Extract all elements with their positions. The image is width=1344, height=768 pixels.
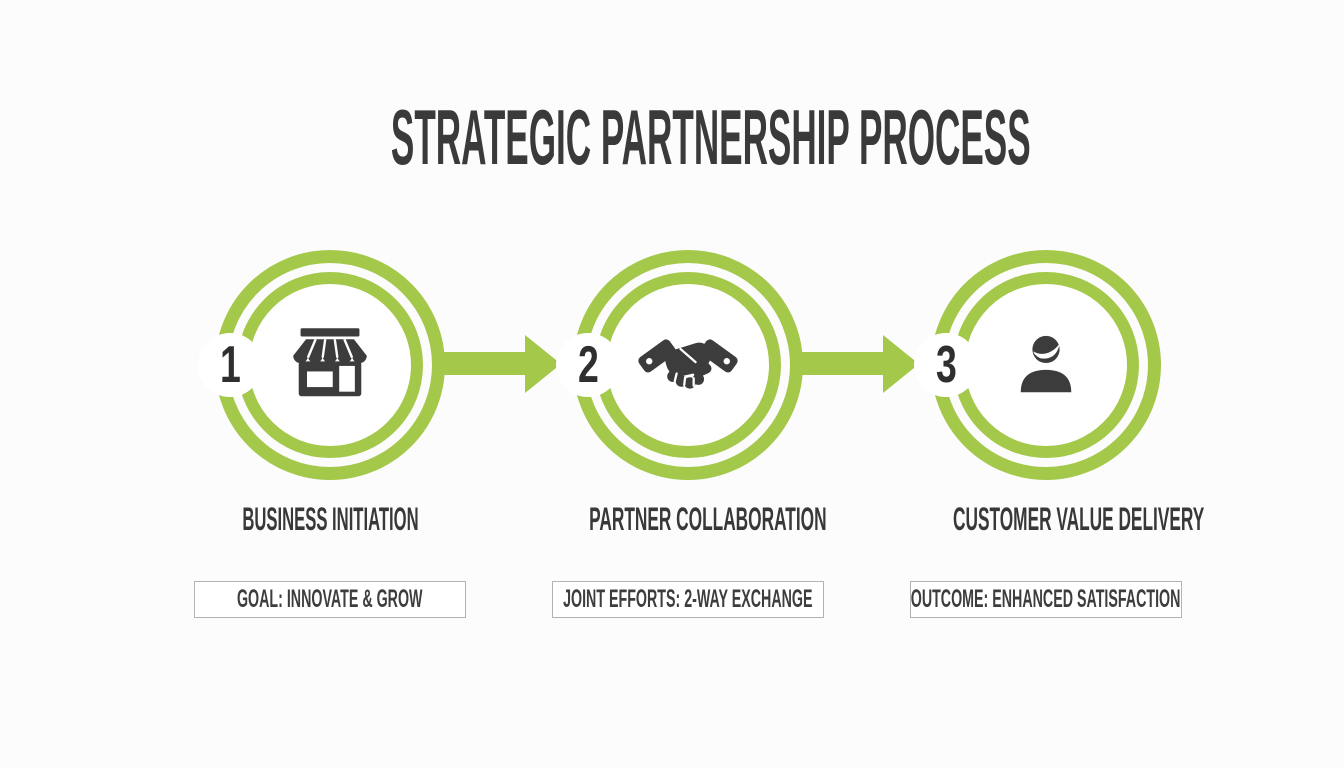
step1-detail-box: GOAL: INNOVATE & GROW: [194, 581, 466, 618]
step2-number-badge: 2: [556, 333, 620, 397]
step3-number: 3: [935, 336, 957, 394]
step1-label: BUSINESS INITIATION: [241, 501, 419, 537]
arrow1-shaft: [443, 352, 525, 375]
step1-circle: 1: [198, 250, 445, 480]
person-icon: [931, 250, 1161, 480]
step3-label: CUSTOMER VALUE DELIVERY: [953, 501, 1205, 537]
page-title-text: STRATEGIC PARTNERSHIP PROCESS: [390, 93, 1031, 181]
step2-circle: 2: [556, 250, 803, 480]
step1-number: 1: [219, 336, 241, 394]
storefront-icon: [215, 250, 445, 480]
arrow1-head: [525, 335, 561, 393]
arrow2-shaft: [801, 352, 883, 375]
step2-detail-box: JOINT EFFORTS: 2-WAY EXCHANGE: [552, 581, 824, 618]
handshake-icon: [573, 250, 803, 480]
page-title: STRATEGIC PARTNERSHIP PROCESS: [0, 98, 1344, 176]
step2-label: PARTNER COLLABORATION: [589, 501, 827, 537]
step1-number-badge: 1: [198, 333, 262, 397]
step3-circle: 3: [914, 250, 1161, 480]
step2-number: 2: [577, 336, 599, 394]
step3-detail-box: OUTCOME: ENHANCED SATISFACTION: [910, 581, 1182, 618]
arrow2-head: [883, 335, 919, 393]
step3-number-badge: 3: [914, 333, 978, 397]
